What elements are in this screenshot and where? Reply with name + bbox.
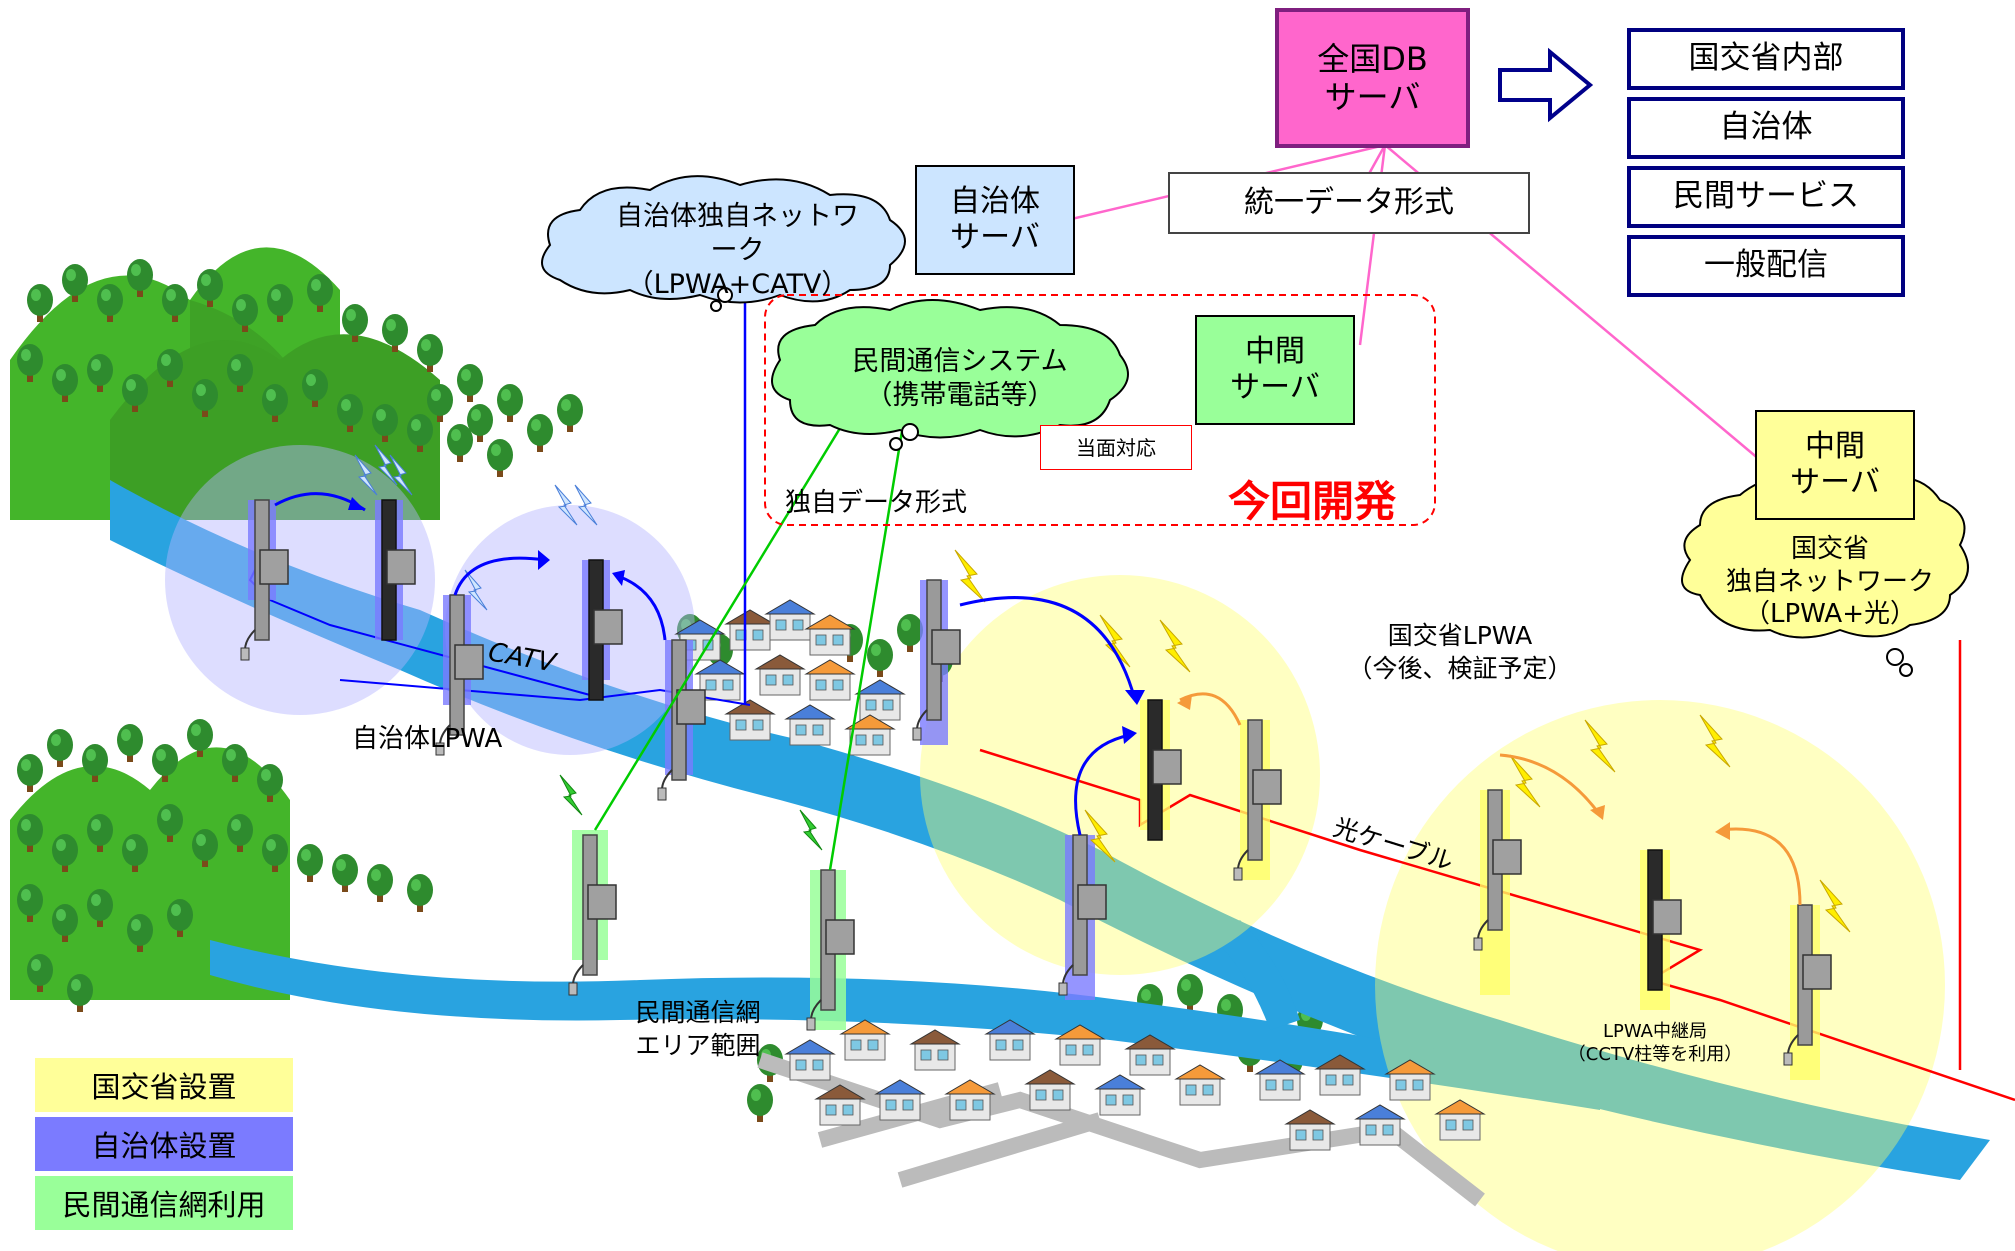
intermediate-server-private[interactable]: 中間 サーバ — [1195, 315, 1355, 425]
distribution-item[interactable]: 民間サービス — [1627, 166, 1905, 228]
interim-support-text: 当面対応 — [1076, 435, 1156, 460]
hills — [10, 247, 440, 1000]
signal-arrows — [274, 492, 1802, 906]
this-development-region — [764, 294, 1436, 526]
distribution-item-label: 一般配信 — [1704, 247, 1828, 284]
municipal-server[interactable]: 自治体 サーバ — [915, 165, 1075, 275]
legend-item-label: 自治体設置 — [91, 1129, 237, 1163]
municipal-server-label: 自治体 サーバ — [950, 184, 1040, 255]
private-area-label: 民間通信網 エリア範囲 — [635, 998, 761, 1060]
cloud-mlit-label: 国交省 独自ネットワーク （LPWA+光） — [1725, 534, 1934, 629]
legend-item-private: 民間通信網利用 — [35, 1176, 293, 1230]
town — [675, 599, 1485, 1207]
legend-item-municipal: 自治体設置 — [35, 1117, 293, 1171]
cloud-municipal — [541, 175, 906, 312]
unified-data-format: 統一データ形式 — [1168, 172, 1530, 234]
cloud-private-label: 民間通信システム （携帯電話等） — [852, 346, 1068, 411]
distribution-item-label: 自治体 — [1719, 109, 1813, 146]
unified-data-format-label: 統一データ形式 — [1244, 185, 1454, 220]
national-db-server-label: 全国DB サーバ — [1317, 39, 1428, 116]
distribution-arrow-icon — [1498, 47, 1594, 123]
intermediate-server-mlit[interactable]: 中間 サーバ — [1755, 410, 1915, 520]
distribution-item[interactable]: 国交省内部 — [1627, 28, 1905, 90]
distribution-item[interactable]: 自治体 — [1627, 97, 1905, 159]
national-db-server[interactable]: 全国DB サーバ — [1275, 8, 1470, 148]
cloud-private — [771, 299, 1129, 451]
river — [110, 480, 1990, 1180]
municipal-lpwa-label: 自治体LPWA — [352, 724, 503, 754]
legend-item-mlit: 国交省設置 — [35, 1058, 293, 1112]
legend-item-label: 国交省設置 — [91, 1070, 237, 1104]
interim-support-label: 当面対応 — [1040, 425, 1192, 470]
distribution-item[interactable]: 一般配信 — [1627, 235, 1905, 297]
intermediate-server-private-label: 中間 サーバ — [1230, 334, 1320, 405]
proprietary-data-format-label: 独自データ形式 — [785, 488, 968, 518]
mlit-lpwa-label: 国交省LPWA （今後、検証予定） — [1347, 621, 1573, 683]
legend-item-label: 民間通信網利用 — [62, 1188, 266, 1222]
relay-station-label: LPWA中継局 （CCTV柱等を利用） — [1567, 1021, 1743, 1066]
this-development-label: 今回開発 — [1228, 477, 1397, 526]
poles — [240, 499, 1832, 1080]
intermediate-server-mlit-label: 中間 サーバ — [1790, 429, 1880, 500]
distribution-item-label: 国交省内部 — [1688, 40, 1844, 77]
cloud-municipal-label: 自治体独自ネットワーク （LPWA+CATV） — [616, 201, 859, 300]
distribution-item-label: 民間サービス — [1673, 178, 1859, 215]
